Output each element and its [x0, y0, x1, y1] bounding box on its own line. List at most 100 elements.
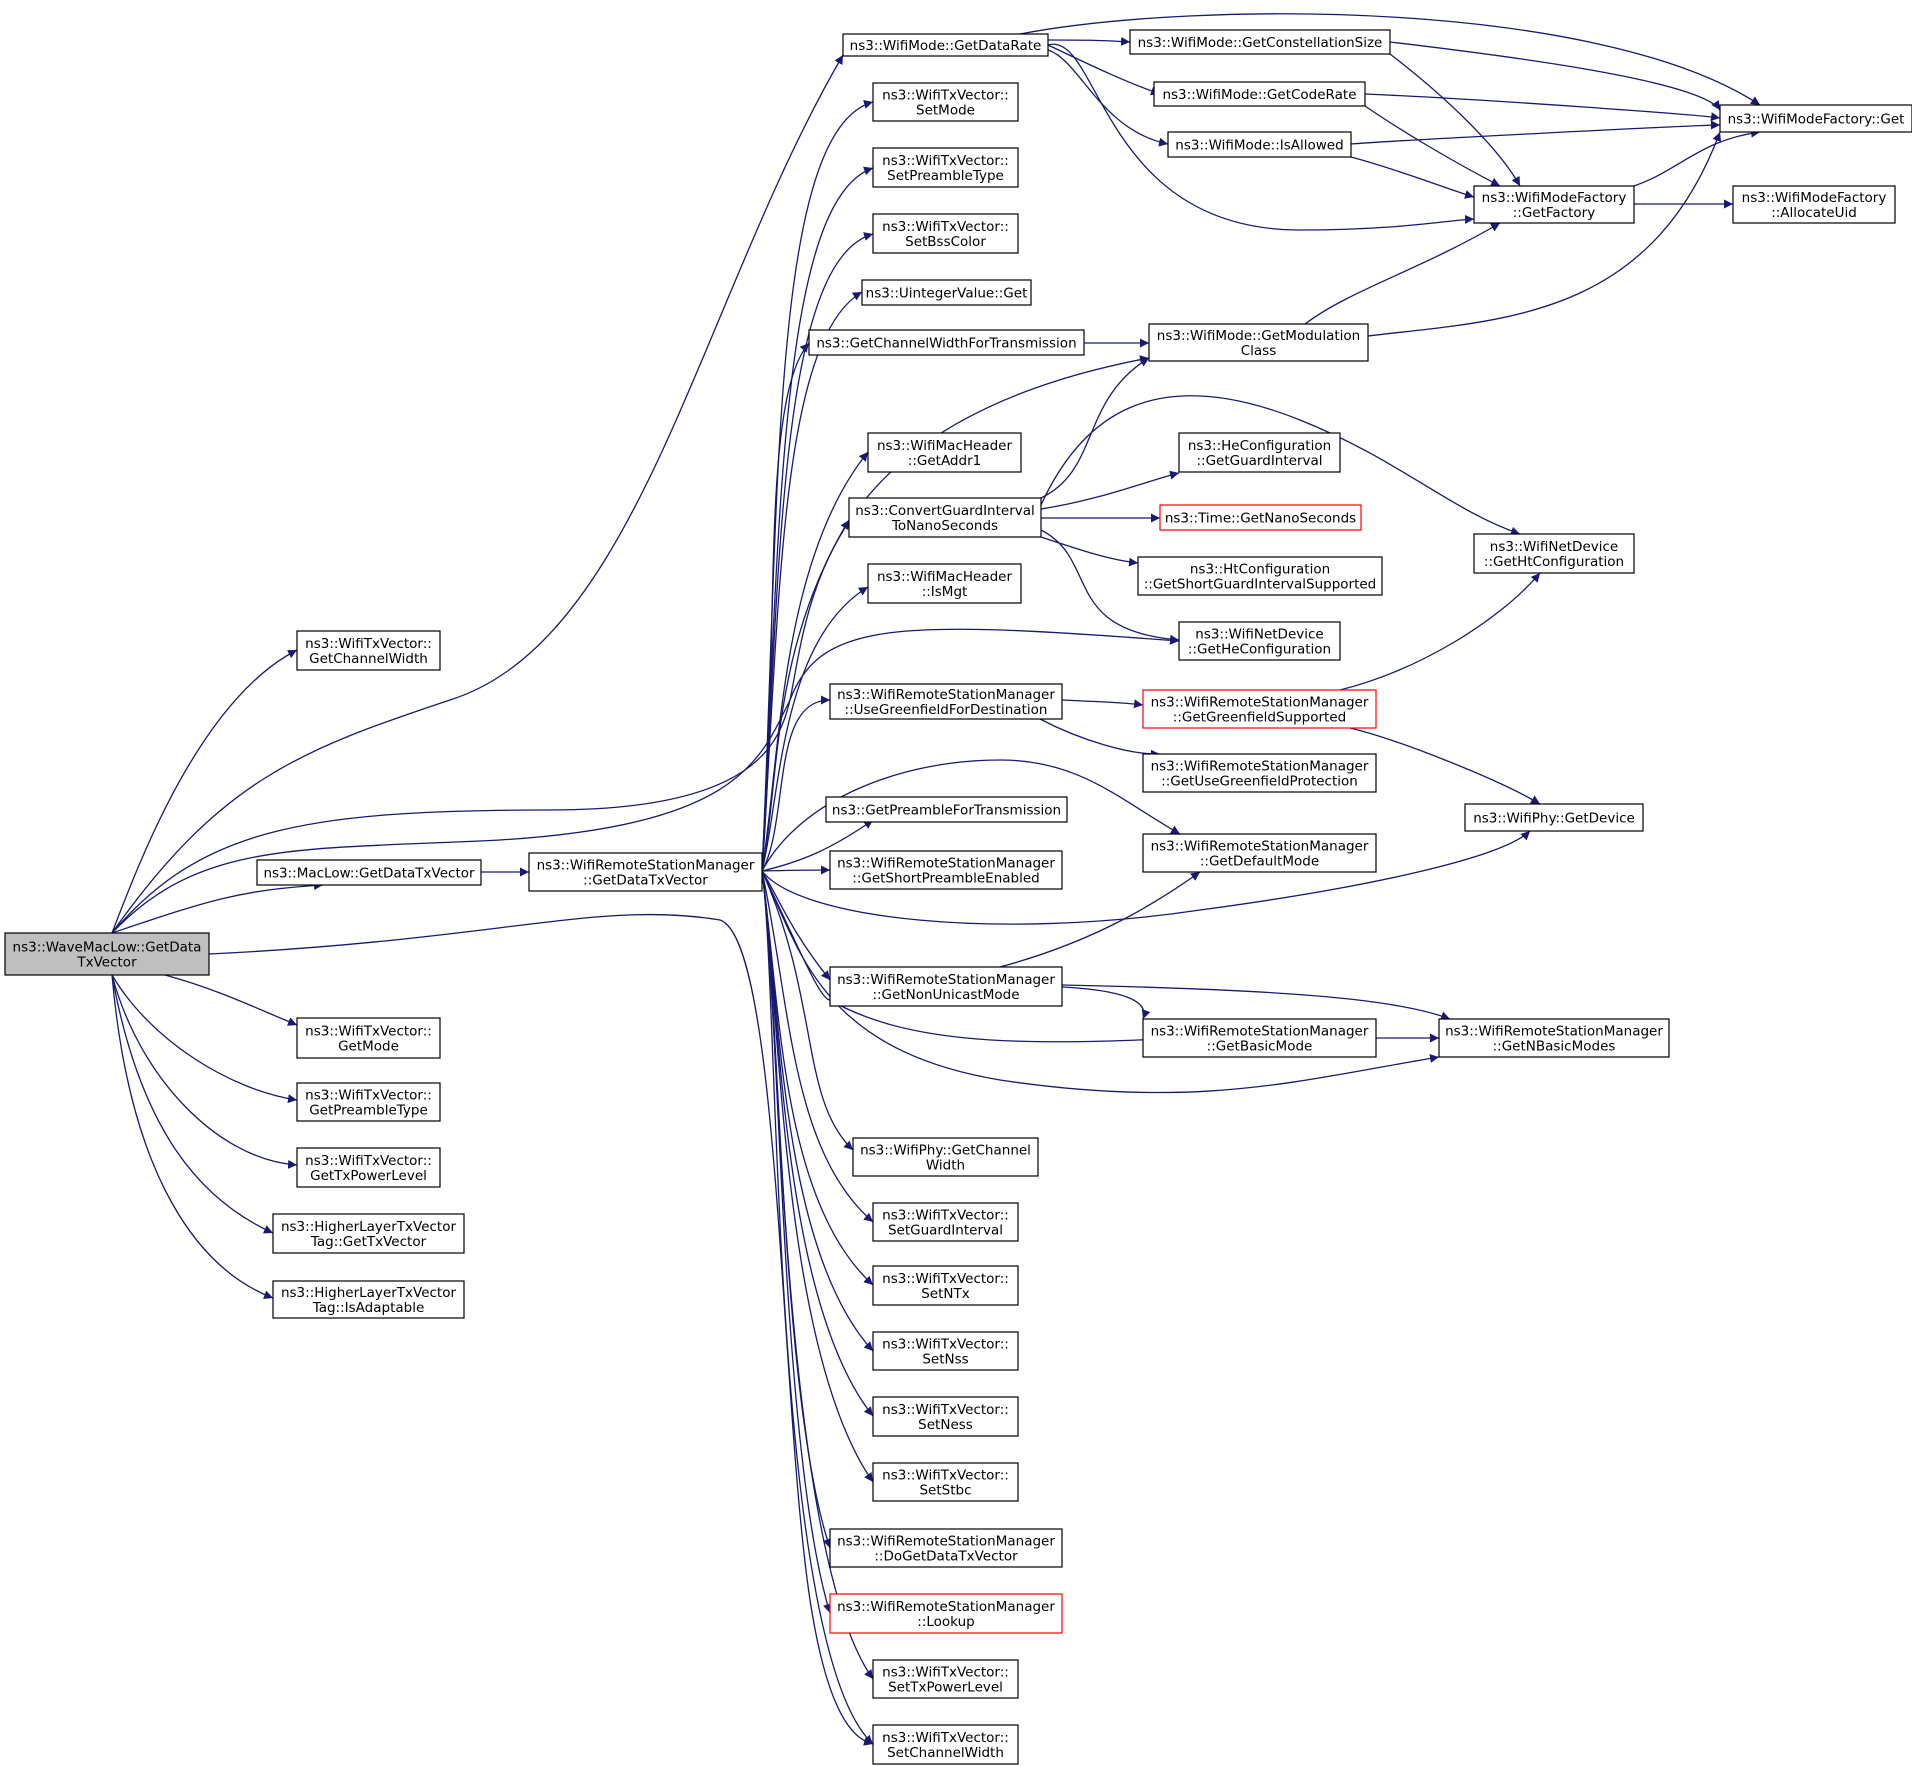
node-box: [1167, 131, 1352, 158]
node-root[interactable]: ns3::WaveMacLow::GetDataTxVector: [4, 932, 210, 976]
node-box: [872, 82, 1019, 122]
call-edge: [761, 759, 1181, 872]
call-edge: [761, 519, 850, 872]
node-box: [842, 33, 1049, 57]
node-setGI[interactable]: ns3::WifiTxVector::SetGuardInterval: [872, 1202, 1019, 1242]
node-macLow[interactable]: ns3::MacLow::GetDataTxVector: [256, 859, 482, 886]
node-setTxPL[interactable]: ns3::WifiTxVector::SetTxPowerLevel: [872, 1659, 1019, 1699]
node-label: ::GetShortGuardIntervalSupported: [1144, 577, 1377, 593]
node-label: ::AllocateUid: [1771, 205, 1857, 221]
node-setNess[interactable]: ns3::WifiTxVector::SetNess: [872, 1396, 1019, 1437]
call-edge: [1047, 44, 1161, 96]
node-htSGI[interactable]: ns3::HtConfiguration::GetShortGuardInter…: [1137, 556, 1383, 596]
node-label: ns3::WifiRemoteStationManager: [1151, 695, 1369, 711]
node-doGDTV[interactable]: ns3::WifiRemoteStationManager::DoGetData…: [829, 1528, 1063, 1568]
call-edge: [761, 870, 854, 1151]
node-label: ns3::WifiRemoteStationManager: [837, 687, 1055, 703]
node-box: [4, 932, 210, 976]
node-label: ns3::WifiPhy::GetDevice: [1473, 811, 1635, 827]
call-edge: [761, 870, 874, 1223]
node-setBss[interactable]: ns3::WifiTxVector::SetBssColor: [872, 213, 1019, 254]
node-gcw[interactable]: ns3::WifiTxVector::GetChannelWidth: [296, 630, 441, 671]
node-getNBasic[interactable]: ns3::WifiRemoteStationManager::GetNBasic…: [1438, 1018, 1670, 1058]
node-phyGCW[interactable]: ns3::WifiPhy::GetChannelWidth: [852, 1137, 1039, 1177]
node-label: ::GetAddr1: [908, 453, 981, 469]
call-edge: [1040, 536, 1139, 567]
call-edge: [111, 974, 274, 1299]
node-box: [1178, 621, 1341, 661]
node-setNss[interactable]: ns3::WifiTxVector::SetNss: [872, 1331, 1019, 1371]
call-edge: [1040, 357, 1150, 499]
node-phyGetDev[interactable]: ns3::WifiPhy::GetDevice: [1464, 803, 1644, 832]
node-box: [829, 966, 1063, 1007]
node-lookup[interactable]: ns3::WifiRemoteStationManager::Lookup: [829, 1593, 1063, 1634]
node-useGF[interactable]: ns3::WifiRemoteStationManager::UseGreenf…: [829, 683, 1063, 720]
node-label: ns3::WifiTxVector::: [882, 1730, 1009, 1746]
node-label: ns3::WifiMode::IsAllowed: [1175, 138, 1343, 154]
node-timeNS[interactable]: ns3::Time::GetNanoSeconds: [1159, 504, 1362, 531]
node-rsmGDTV[interactable]: ns3::WifiRemoteStationManager::GetDataTx…: [528, 852, 763, 892]
node-box: [1148, 323, 1369, 362]
node-setCW[interactable]: ns3::WifiTxVector::SetChannelWidth: [872, 1724, 1019, 1765]
node-label: Tag::IsAdaptable: [312, 1300, 425, 1316]
node-label: Tag::GetTxVector: [310, 1234, 427, 1250]
node-getCWFT[interactable]: ns3::GetChannelWidthForTransmission: [808, 329, 1085, 356]
node-getTxPL[interactable]: ns3::WifiTxVector::GetTxPowerLevel: [296, 1147, 441, 1188]
call-edge: [1633, 128, 1761, 187]
node-box: [296, 630, 441, 671]
call-edge: [1019, 13, 1761, 106]
node-getCodeRate[interactable]: ns3::WifiMode::GetCodeRate: [1153, 81, 1366, 107]
call-edge: [111, 649, 298, 934]
node-isAllowed[interactable]: ns3::WifiMode::IsAllowed: [1167, 131, 1352, 158]
node-getPFT[interactable]: ns3::GetPreambleForTransmission: [825, 796, 1068, 823]
node-getMode[interactable]: ns3::WifiTxVector::GetMode: [296, 1017, 441, 1059]
node-getHtConf[interactable]: ns3::WifiNetDevice::GetHtConfiguration: [1473, 533, 1635, 574]
node-label: GetPreambleType: [309, 1103, 428, 1119]
node-label: ns3::Time::GetNanoSeconds: [1165, 511, 1356, 527]
node-allocUid[interactable]: ns3::WifiModeFactory::AllocateUid: [1732, 185, 1896, 224]
node-label: ns3::UintegerValue::Get: [866, 286, 1028, 302]
node-label: ns3::WifiTxVector::: [882, 1468, 1009, 1484]
call-edge: [111, 355, 1150, 934]
call-edge: [761, 870, 831, 981]
node-label: SetStbc: [919, 1483, 971, 1499]
node-getGFS[interactable]: ns3::WifiRemoteStationManager::GetGreenf…: [1142, 689, 1377, 729]
node-getFactory[interactable]: ns3::WifiModeFactory::GetFactory: [1473, 185, 1635, 224]
node-getDataRate[interactable]: ns3::WifiMode::GetDataRate: [842, 33, 1049, 57]
node-factGet[interactable]: ns3::WifiModeFactory::Get: [1719, 104, 1912, 133]
node-setNTx[interactable]: ns3::WifiTxVector::SetNTx: [872, 1265, 1019, 1306]
node-box: [829, 1593, 1063, 1634]
node-label: GetChannelWidth: [309, 651, 428, 667]
node-isMgt[interactable]: ns3::WifiMacHeader::IsMgt: [867, 563, 1022, 604]
node-getUGP[interactable]: ns3::WifiRemoteStationManager::GetUseGre…: [1142, 753, 1377, 793]
node-getBasic[interactable]: ns3::WifiRemoteStationManager::GetBasicM…: [1142, 1018, 1377, 1058]
node-uintGet[interactable]: ns3::UintegerValue::Get: [861, 279, 1032, 306]
call-edge: [1367, 131, 1722, 337]
node-getHeConf[interactable]: ns3::WifiNetDevice::GetHeConfiguration: [1178, 621, 1341, 661]
node-label: GetTxPowerLevel: [310, 1168, 427, 1184]
node-getNUM[interactable]: ns3::WifiRemoteStationManager::GetNonUni…: [829, 966, 1063, 1007]
node-heGI[interactable]: ns3::HeConfiguration::GetGuardInterval: [1178, 432, 1341, 473]
node-setPre[interactable]: ns3::WifiTxVector::SetPreambleType: [872, 147, 1019, 188]
node-getDefMode[interactable]: ns3::WifiRemoteStationManager::GetDefaul…: [1142, 833, 1377, 873]
node-label: GetMode: [338, 1039, 399, 1055]
node-getSPE[interactable]: ns3::WifiRemoteStationManager::GetShortP…: [829, 850, 1063, 890]
node-setStbc[interactable]: ns3::WifiTxVector::SetStbc: [872, 1462, 1019, 1502]
call-edge: [111, 974, 298, 1169]
node-setMode[interactable]: ns3::WifiTxVector::SetMode: [872, 82, 1019, 122]
call-nodes: ns3::WaveMacLow::GetDataTxVectorns3::Wif…: [4, 29, 1912, 1765]
node-box: [852, 1137, 1039, 1177]
node-getConst[interactable]: ns3::WifiMode::GetConstellationSize: [1129, 29, 1391, 55]
node-getAddr1[interactable]: ns3::WifiMacHeader::GetAddr1: [867, 432, 1022, 473]
node-label: ns3::WifiTxVector::: [882, 1208, 1009, 1224]
node-getPre[interactable]: ns3::WifiTxVector::GetPreambleType: [296, 1082, 441, 1122]
node-box: [296, 1147, 441, 1188]
node-label: TxVector: [76, 955, 137, 971]
node-box: [1142, 833, 1377, 873]
node-label: Width: [926, 1158, 965, 1174]
